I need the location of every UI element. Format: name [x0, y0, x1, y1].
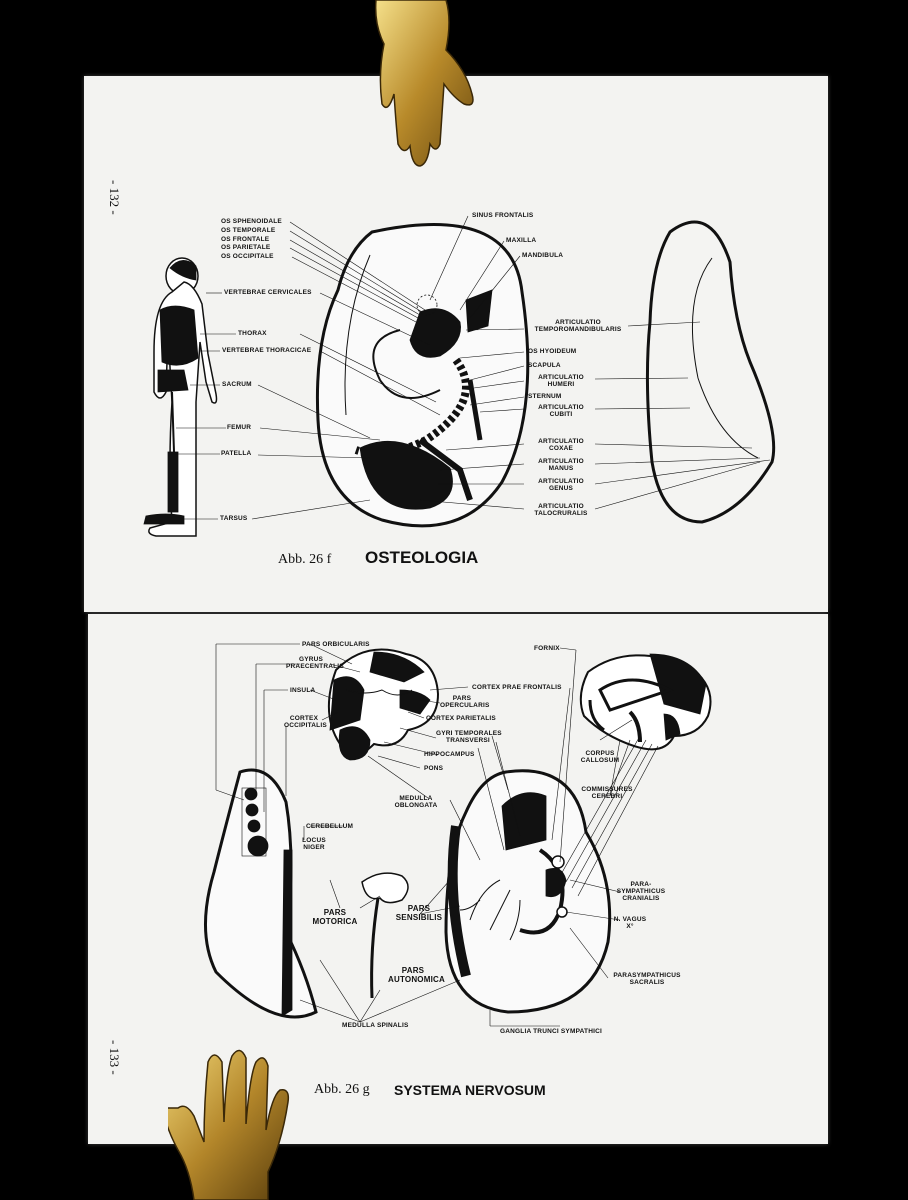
caption-abb-top: Abb. 26 f — [278, 552, 332, 567]
label-sinus-frontalis: SINUS FRONTALIS — [472, 212, 534, 219]
caption-abb-bottom: Abb. 26 g — [314, 1082, 370, 1097]
label-ganglia-trunci-sympathici: GANGLIA TRUNCI SYMPATHICI — [500, 1028, 603, 1035]
label-cortex-parietalis: CORTEX PARIETALIS — [426, 715, 496, 722]
label-pons: PONS — [424, 765, 444, 772]
label-os-frontale: OS FRONTALE — [221, 236, 270, 243]
label-os-parietale: OS PARIETALE — [221, 244, 271, 251]
caption-title-systema-nervosum: SYSTEMA NERVOSUM — [394, 1082, 546, 1098]
label-fornix: FORNIX — [534, 645, 560, 652]
brass-hand-bottom-icon — [168, 1049, 290, 1200]
page-number-bottom: - 133 - — [107, 1040, 122, 1075]
label-os-temporale: OS TEMPORALE — [221, 227, 276, 234]
label-hippocampus: HIPPOCAMPUS — [424, 751, 475, 758]
label-mandibula: MANDIBULA — [522, 252, 564, 259]
label-thorax: THORAX — [238, 330, 267, 337]
label-cerebellum: CEREBELLUM — [306, 823, 354, 830]
label-vertebrae-cervicales: VERTEBRAE CERVICALES — [224, 289, 312, 296]
label-scapula: SCAPULA — [528, 362, 561, 369]
label-cortex-prae-frontalis: CORTEX PRAE FRONTALIS — [472, 684, 562, 691]
label-insula: INSULA — [290, 687, 316, 694]
label-os-sphenoidale: OS SPHENOIDALE — [221, 218, 282, 225]
label-femur: FEMUR — [227, 424, 252, 431]
label-tarsus: TARSUS — [220, 515, 248, 522]
brass-hand-top-icon — [374, 0, 474, 167]
label-sternum: STERNUM — [528, 393, 562, 400]
page-number-top: - 132 - — [107, 180, 122, 215]
label-pars-orbicularis: PARS ORBICULARIS — [302, 641, 370, 648]
label-medulla-spinalis: MEDULLA SPINALIS — [342, 1022, 409, 1029]
caption-title-osteologia: OSTEOLOGIA — [365, 548, 479, 567]
label-os-occipitale: OS OCCIPITALE — [221, 253, 274, 260]
label-os-hyoideum: OS HYOIDEUM — [528, 348, 577, 355]
label-patella: PATELLA — [221, 450, 252, 457]
label-sacrum: SACRUM — [222, 381, 252, 388]
label-maxilla: MAXILLA — [506, 237, 537, 244]
label-vertebrae-thoracicae: VERTEBRAE THORACICAE — [222, 347, 312, 354]
